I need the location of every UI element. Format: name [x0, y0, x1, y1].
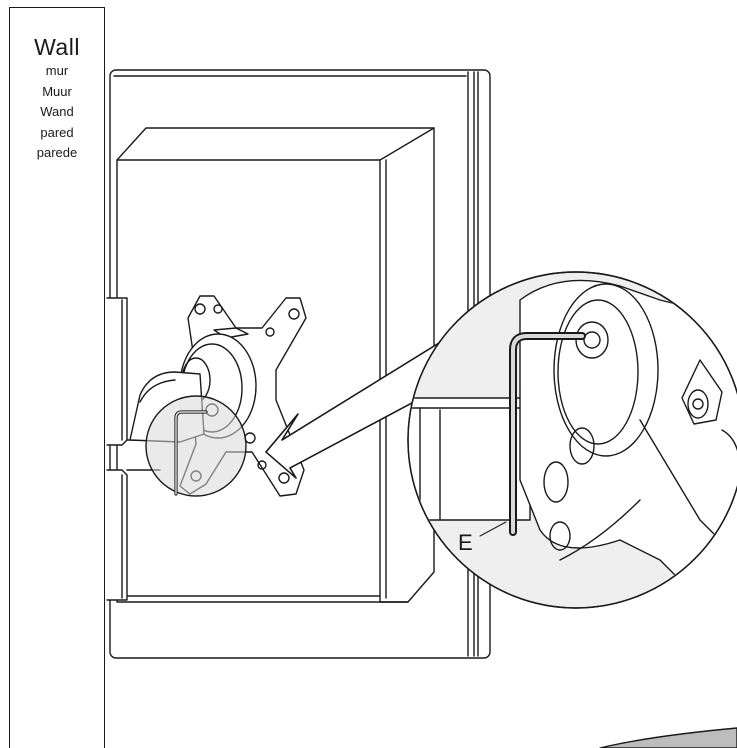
wall-translation-pt: parede — [36, 145, 78, 160]
wall-translation-de: Wand — [40, 104, 74, 119]
zoom-detail — [407, 271, 737, 609]
callout-label-e: E — [458, 530, 473, 555]
wall-label-group: Wall mur Muur Wand pared parede — [9, 33, 105, 164]
wall-title: Wall — [34, 34, 80, 60]
wall-panel — [9, 7, 105, 748]
wall-translation-es: pared — [40, 124, 74, 140]
wall-translation-nl: Muur — [42, 83, 72, 99]
callout-leader — [479, 521, 507, 537]
wall-translation-fr: mur — [45, 63, 69, 78]
detail-marker — [145, 395, 247, 497]
corner-edge — [599, 727, 737, 748]
